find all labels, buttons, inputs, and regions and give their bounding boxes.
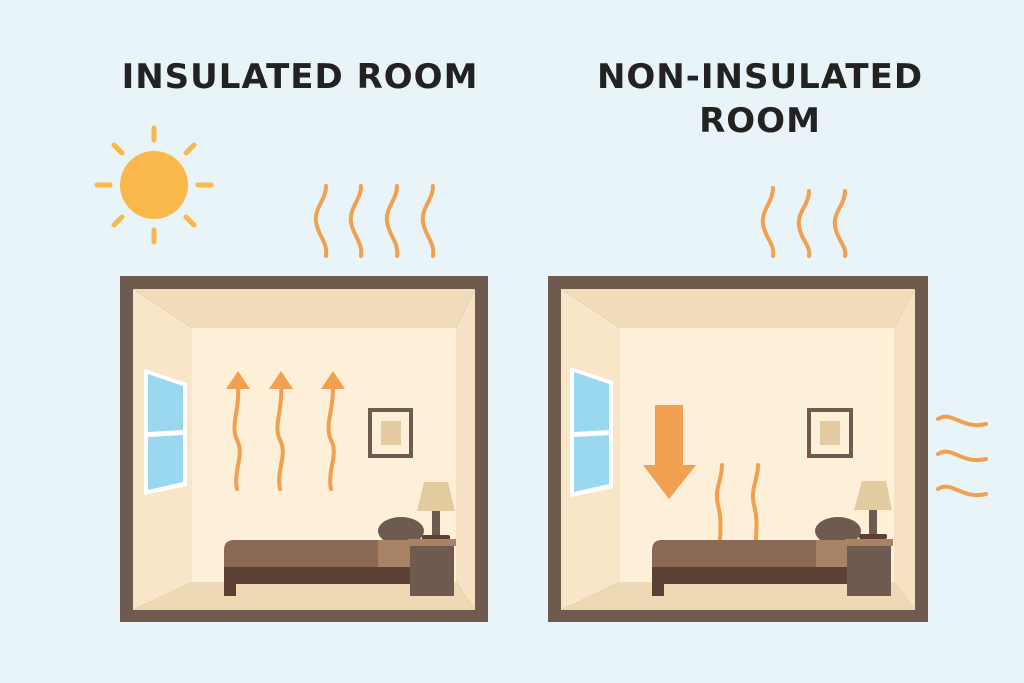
sun-icon [94, 125, 214, 245]
window-icon [144, 369, 187, 495]
lamp-icon [854, 481, 892, 539]
title-non-insulated-room: NON-INSULATED ROOM [560, 55, 960, 143]
nightstand-icon [845, 539, 893, 596]
heat-wave-icon [760, 186, 848, 258]
picture-frame-icon [807, 408, 853, 458]
arrow-down-icon [643, 405, 696, 499]
non-insulated-room-panel [548, 276, 928, 622]
picture-frame-icon [368, 408, 413, 458]
heat-wave-icon [714, 463, 760, 544]
heat-wave-icon [313, 184, 436, 258]
window-icon [570, 367, 613, 497]
title-line-1: NON-INSULATED [596, 57, 924, 97]
arrow-heads [226, 371, 345, 389]
title-insulated-room: INSULATED ROOM [121, 57, 479, 97]
arrow-up-icon [232, 384, 336, 491]
lamp-icon [417, 482, 455, 540]
nightstand-icon [408, 539, 456, 596]
insulated-room-panel [120, 276, 488, 622]
heat-escape-wave-icon [936, 414, 988, 498]
bed-icon [224, 517, 424, 596]
bed-icon [652, 517, 861, 596]
title-line-2: ROOM [699, 101, 821, 141]
